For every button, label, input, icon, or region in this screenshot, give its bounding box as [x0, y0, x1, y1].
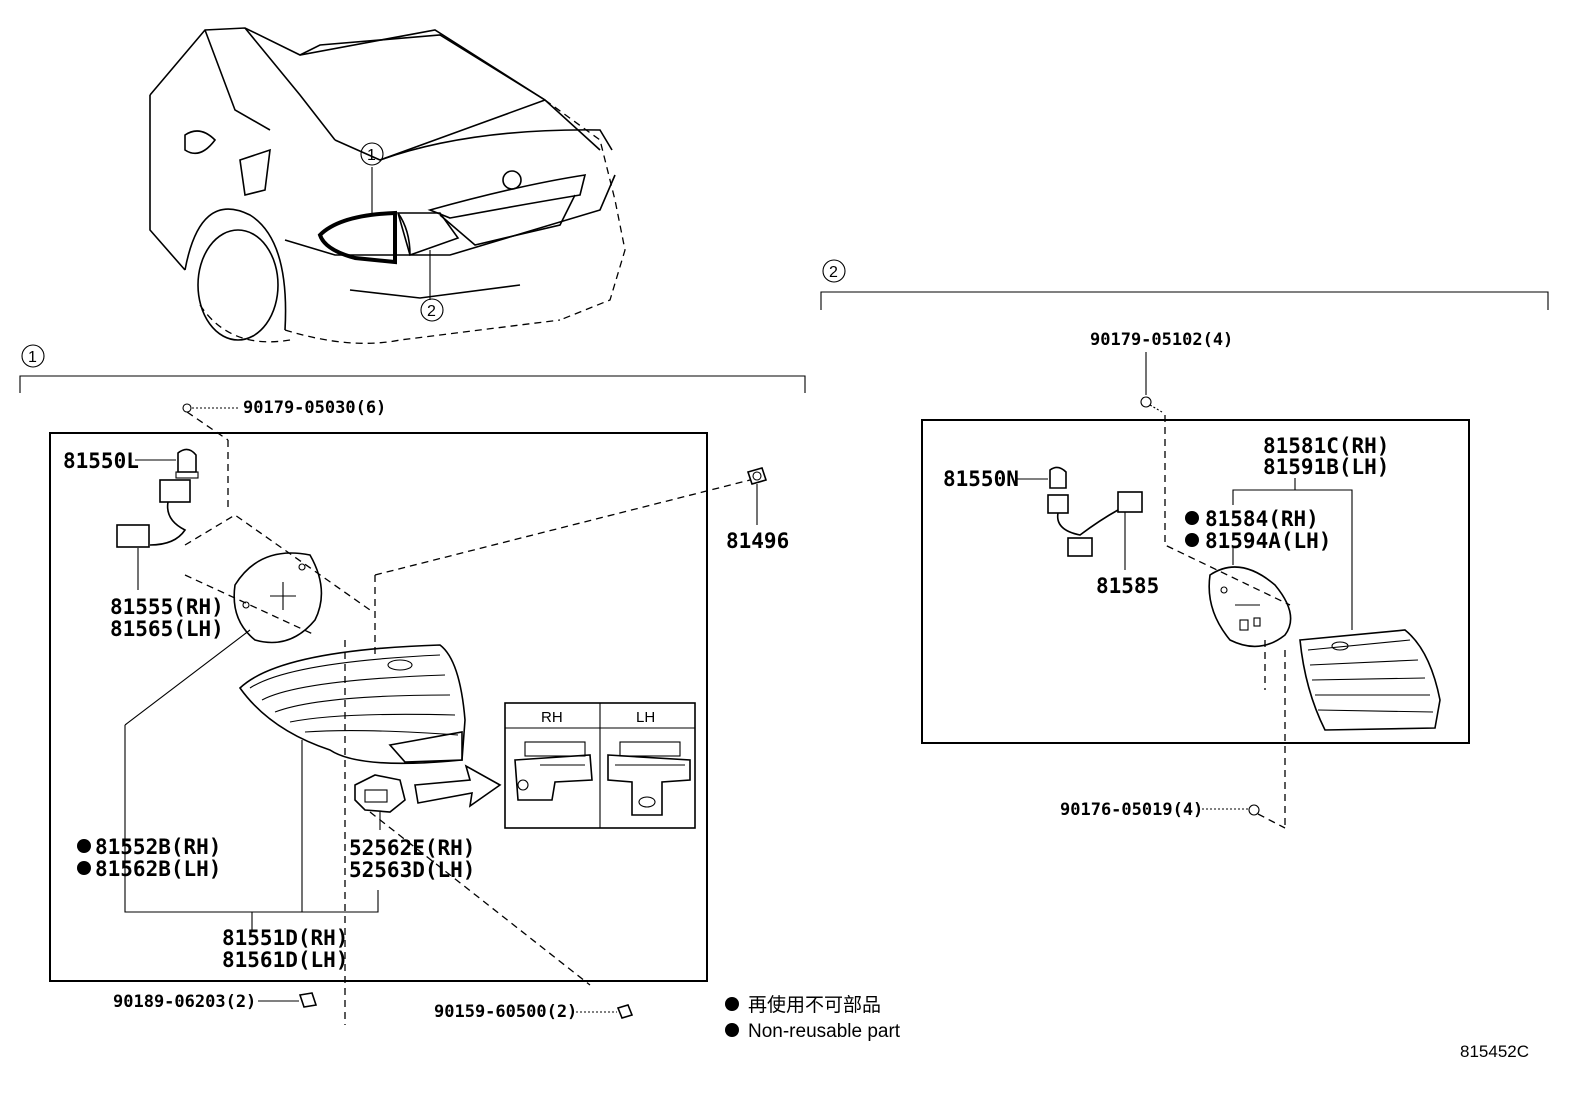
- label-52563d: 52563D(LH): [349, 858, 475, 882]
- section-1-label: 1: [28, 349, 37, 366]
- illustration-id: 815452C: [1460, 1042, 1529, 1061]
- label-81550n: 81550N: [943, 467, 1019, 491]
- label-81591b: 81591B(LH): [1263, 455, 1389, 479]
- legend-jp: 再使用不可部品: [748, 994, 881, 1016]
- label-81565: 81565(LH): [110, 617, 224, 641]
- screw-90179-05030: [182, 403, 240, 510]
- bracket-52562e: [354, 774, 591, 986]
- clip-90189-06203: [258, 992, 318, 1008]
- section-2-frame: [921, 419, 1470, 744]
- legend: 再使用不可部品 Non-reusable part: [725, 994, 901, 1042]
- label-81550l: 81550L: [63, 449, 139, 473]
- label-81552b: 81552B(RH): [95, 835, 221, 859]
- label-90179-05030: 90179-05030(6): [243, 398, 386, 418]
- label-81594a: 81594A(LH): [1205, 529, 1331, 553]
- clip-81496: [746, 467, 768, 525]
- label-81581c: 81581C(RH): [1263, 434, 1389, 458]
- callout-1-car: 1: [360, 142, 384, 166]
- detail-rh-label: RH: [541, 709, 563, 726]
- label-81584: 81584(RH): [1205, 507, 1319, 531]
- legend-bullet-jp: [725, 997, 739, 1011]
- detail-box: RH LH: [504, 702, 696, 829]
- bracket-81581c: [1232, 489, 1353, 630]
- screw-90176-05019: [1202, 804, 1286, 829]
- label-90179-05102: 90179-05102(4): [1090, 330, 1233, 350]
- legend-bullet-en: [725, 1023, 739, 1037]
- screw-90159-60500: [576, 1004, 634, 1019]
- label-81561d: 81561D(LH): [222, 948, 348, 972]
- section-2-bracket: [820, 291, 1549, 310]
- callout-1-label: 1: [367, 147, 376, 164]
- gasket-81584: [1208, 548, 1292, 648]
- section-2: 2 90179-05102(4) 81581C(RH) 81591B(LH) 8…: [820, 259, 1549, 829]
- screw-90179-05102: [1140, 352, 1291, 606]
- bullet-81552b: [77, 839, 91, 875]
- inner-lamp-81581c: [1299, 629, 1441, 731]
- gasket: [124, 552, 323, 726]
- label-81551d: 81551D(RH): [222, 926, 348, 950]
- section-2-label: 2: [829, 264, 838, 281]
- socket-wire-81555: [116, 479, 191, 590]
- bulb-81550l: [135, 448, 199, 479]
- detail-arrow: [414, 764, 502, 808]
- label-81585: 81585: [1096, 574, 1159, 598]
- bracket-81551d: [124, 725, 379, 913]
- section-1-frame: [49, 432, 708, 982]
- bullet-81584: [1185, 511, 1199, 547]
- label-81496: 81496: [726, 529, 789, 553]
- section-1: 1 90179-05030(6) 81550L 81555(RH) 81565(…: [19, 344, 806, 1025]
- detail-lh-label: LH: [636, 709, 655, 726]
- label-90189-06203: 90189-06203(2): [113, 992, 256, 1012]
- callout-2-car: 2: [420, 298, 444, 322]
- callout-2-label: 2: [427, 303, 436, 320]
- legend-en: Non-reusable part: [748, 1021, 901, 1042]
- label-81555: 81555(RH): [110, 595, 224, 619]
- label-90159-60500: 90159-60500(2): [434, 1002, 577, 1022]
- bulb-81550n: [1015, 466, 1143, 570]
- label-52562e: 52562E(RH): [349, 836, 475, 860]
- label-90176-05019: 90176-05019(4): [1060, 800, 1203, 820]
- section-1-bracket: [19, 375, 806, 393]
- tail-lamp-81551d: [238, 644, 466, 895]
- label-81562b: 81562B(LH): [95, 857, 221, 881]
- car-rear-view: [149, 27, 626, 344]
